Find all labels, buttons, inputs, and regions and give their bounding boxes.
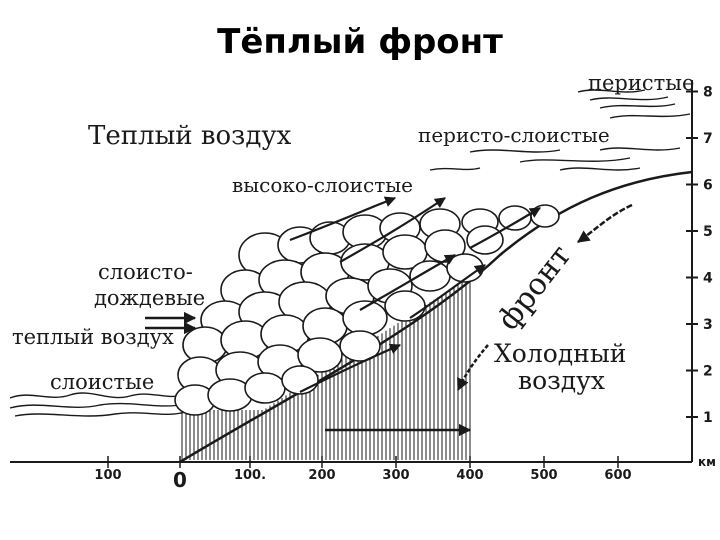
cirrus-wisps — [429, 89, 691, 171]
label-cirrus: перистые — [588, 71, 694, 95]
height-axis-tick-labels: 1 2 3 4 5 6 7 8 — [703, 85, 713, 427]
height-axis-unit: км — [698, 455, 716, 469]
cold-air-hatching — [181, 276, 471, 460]
label-altostratus: высоко-слоистые — [232, 173, 413, 197]
distance-tick-label: 200 — [308, 468, 335, 483]
distance-tick-label: 500 — [530, 468, 557, 483]
label-warm-air-side: теплый воздух — [12, 325, 174, 349]
distance-tick-label: 100. — [234, 468, 266, 483]
stratus-cloud-layer — [9, 392, 186, 417]
label-cirrostratus: перисто-слоистые — [418, 123, 610, 147]
distance-tick-label: 300 — [382, 468, 409, 483]
label-warm-air-top: Теплый воздух — [88, 121, 292, 151]
label-cold-air-1: Холодный — [494, 339, 626, 368]
distance-tick-label: 400 — [456, 468, 483, 483]
distance-tick-label: 600 — [604, 468, 631, 483]
label-cold-air-2: воздух — [518, 366, 605, 395]
height-tick-label: 1 — [703, 410, 713, 426]
height-tick-label: 8 — [703, 85, 713, 101]
label-nimbostratus-1: слоисто- — [98, 260, 193, 284]
height-tick-label: 2 — [703, 364, 713, 380]
distance-tick-label: 100 — [94, 468, 121, 483]
distance-axis-tick-labels: 100 0 100. 200 300 400 500 600 — [94, 468, 631, 492]
height-tick-label: 7 — [703, 131, 713, 147]
height-tick-label: 6 — [703, 178, 713, 194]
label-nimbostratus-2: дождевые — [94, 286, 205, 310]
height-tick-label: 5 — [703, 224, 713, 240]
height-tick-label: 3 — [703, 317, 713, 333]
height-tick-label: 4 — [703, 271, 713, 287]
cold-air-arrows — [456, 203, 633, 392]
label-stratus: слоистые — [50, 370, 154, 394]
distance-tick-label: 0 — [173, 468, 187, 492]
slide-title: Тёплый фронт — [217, 22, 503, 62]
inflow-arrows — [145, 311, 472, 437]
warm-air-upglide-arrows — [289, 196, 541, 393]
